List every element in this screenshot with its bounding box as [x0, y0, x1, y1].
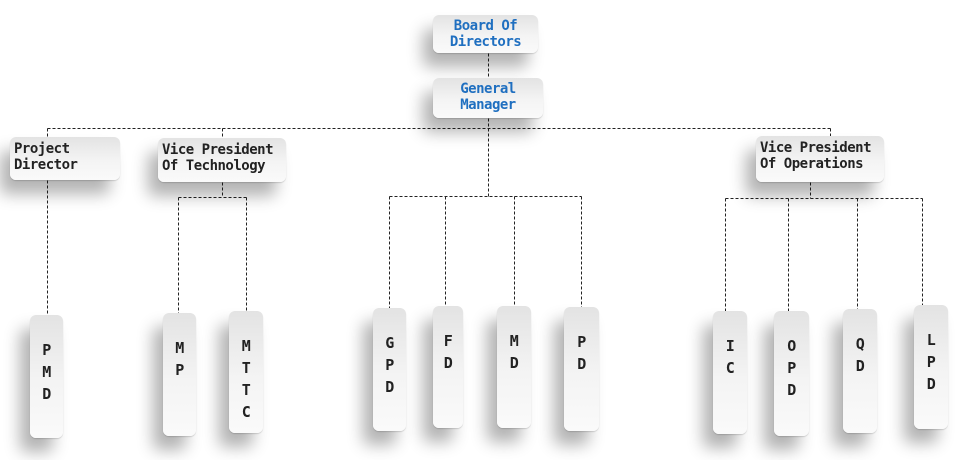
node-letter: M [241, 337, 251, 355]
node-letter: D [787, 381, 796, 399]
node-letter: D [42, 385, 51, 403]
node-label-line: Vice President [162, 142, 274, 158]
node-label-line: Director [14, 157, 78, 173]
node-letter: O [787, 337, 796, 355]
node-letter: D [577, 355, 586, 373]
node-letter: D [509, 354, 519, 372]
node-letter: M [175, 339, 184, 357]
node-label-line: Project [14, 141, 70, 157]
node-letter: P [385, 356, 394, 374]
node-letter: F [443, 332, 453, 350]
node-letter: G [385, 334, 394, 352]
node-letter: C [725, 359, 735, 377]
node-letter: T [241, 381, 251, 399]
node-vp-operations[interactable]: Vice President Of Operations [756, 136, 884, 182]
node-label-line: Of Technology [162, 158, 266, 174]
node-project-director[interactable]: Project Director [10, 137, 120, 180]
node-letter: P [42, 341, 51, 359]
node-letter: P [577, 333, 586, 351]
node-label-line: Of Operations [760, 156, 864, 172]
node-board-of-directors[interactable]: Board Of Directors [433, 15, 538, 53]
node-general-manager[interactable]: General Manager [433, 78, 543, 118]
node-letter: P [787, 359, 796, 377]
node-letter: D [443, 354, 453, 372]
node-vp-technology[interactable]: Vice President Of Technology [158, 138, 286, 182]
node-letter: D [926, 375, 936, 393]
node-letter: D [855, 357, 865, 375]
node-letter: L [926, 331, 936, 349]
node-label-line: General [460, 81, 516, 97]
node-letter: I [725, 337, 735, 355]
node-letter: P [926, 353, 936, 371]
node-letter: M [42, 363, 51, 381]
node-letter: M [509, 332, 519, 350]
node-label-line: Manager [460, 97, 516, 113]
node-letter: D [385, 378, 394, 396]
node-letter: Q [855, 335, 865, 353]
node-letter: C [241, 403, 251, 421]
node-letter: P [175, 361, 184, 379]
node-label-line: Vice President [760, 140, 872, 156]
node-letter: T [241, 359, 251, 377]
node-label-line: Board Of [453, 18, 518, 34]
node-label-line: Directors [449, 34, 522, 50]
